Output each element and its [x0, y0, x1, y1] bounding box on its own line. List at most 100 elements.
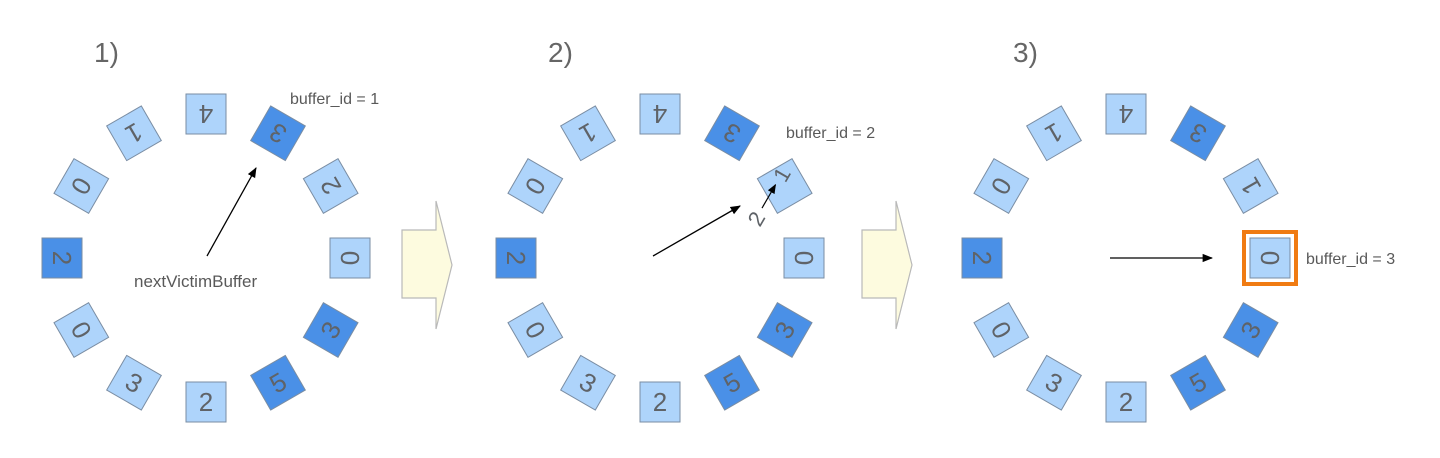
buffer-usage-count: 2	[199, 387, 213, 417]
buffer-usage-count: 2	[47, 251, 77, 265]
buffer-slot-box	[185, 381, 227, 423]
buffer-slot-box	[1025, 105, 1083, 162]
buffer-usage-count: 0	[789, 251, 819, 265]
buffer-slot-box	[1222, 157, 1279, 215]
buffer-slot-box	[1249, 237, 1291, 279]
panel-2-change-arrow	[761, 183, 777, 209]
transition-arrow-2	[861, 200, 913, 330]
panel-3-buffer-slot-5: 1	[1222, 157, 1279, 215]
buffer-slot-box	[185, 93, 227, 135]
panel-1-number: 1)	[94, 37, 119, 68]
buffer-slot-box	[41, 237, 83, 279]
panel-1-buffer-slot-3: 4	[185, 93, 227, 135]
buffer-slot-box	[756, 301, 813, 359]
buffer-slot-box	[639, 381, 681, 423]
buffer-slot-box	[1105, 381, 1147, 423]
panel-2-buffer-slot-1: 0	[507, 157, 564, 215]
panel-3-buffer-slot-8: 5	[1169, 354, 1227, 411]
buffer-slot-box	[639, 93, 681, 135]
panel-1-buffer-slot-2: 1	[105, 105, 163, 162]
buffer-slot-box	[1222, 301, 1279, 359]
panel-2-buffer-slot-10: 3	[559, 354, 617, 411]
buffer-slot-box	[495, 237, 537, 279]
buffer-slot-box	[507, 301, 564, 359]
buffer-slot-box	[559, 105, 617, 162]
buffer-slot-box	[1169, 354, 1227, 411]
panel-3-number: 3)	[1013, 37, 1038, 68]
buffer-slot-box	[1105, 93, 1147, 135]
buffer-slot-box	[961, 237, 1003, 279]
buffer-slot-box	[507, 157, 564, 215]
panel-2-buffer-id-label: buffer_id = 2	[786, 125, 875, 142]
buffer-usage-count: 2	[653, 387, 667, 417]
buffer-usage-count: 4	[1119, 99, 1133, 129]
panel-2-buffer-slot-11: 0	[507, 301, 564, 359]
panel-1-buffer-slot-6: 0	[329, 237, 371, 279]
panel-2-buffer-slot-5	[756, 157, 813, 215]
panel-3-buffer-slot-6: 0	[1242, 230, 1298, 286]
panel-1-buffer-slot-5: 2	[302, 157, 359, 215]
buffer-slot-box	[559, 354, 617, 411]
buffer-slot-box	[302, 301, 359, 359]
panel-3-buffer-slot-4: 3	[1169, 105, 1227, 162]
panel-3-buffer-slot-11: 0	[973, 301, 1030, 359]
panel-2-pointer-arrow	[652, 205, 741, 257]
panel-1-pointer-label: nextVictimBuffer	[134, 272, 257, 291]
victim-buffer-highlight	[1242, 230, 1298, 286]
transition-arrow-1	[401, 200, 453, 330]
buffer-slot-box	[1025, 354, 1083, 411]
panel-2-buffer-slot-4: 3	[703, 105, 761, 162]
buffer-slot-box	[703, 354, 761, 411]
panel-2-buffer-slot-8: 5	[703, 354, 761, 411]
buffer-usage-count: 4	[653, 99, 667, 129]
buffer-usage-count: 2	[967, 251, 997, 265]
panel-1-buffer-slot-1: 0	[53, 157, 110, 215]
buffer-usage-count: 0	[335, 251, 365, 265]
buffer-slot-box	[105, 354, 163, 411]
panel-2-buffer-slot-6: 0	[783, 237, 825, 279]
panel-3-buffer-slot-9: 2	[1105, 381, 1147, 423]
panel-3-buffer-id-label: buffer_id = 3	[1306, 251, 1395, 268]
panel-2-buffer-slot-7: 3	[756, 301, 813, 359]
panel-2-change-from: 2	[743, 207, 771, 230]
panel-3-buffer-slot-1: 0	[973, 157, 1030, 215]
buffer-slot-box	[783, 237, 825, 279]
panel-2-buffer-slot-9: 2	[639, 381, 681, 423]
buffer-slot-box	[249, 105, 307, 162]
panel-1-buffer-id-label: buffer_id = 1	[290, 91, 379, 108]
panel-1-buffer-slot-4: 3	[249, 105, 307, 162]
panel-1-buffer-slot-10: 3	[105, 354, 163, 411]
buffer-slot-box	[973, 157, 1030, 215]
panel-1-buffer-slot-7: 3	[302, 301, 359, 359]
buffer-slot-box	[249, 354, 307, 411]
buffer-slot-box	[302, 157, 359, 215]
panel-3-buffer-slot-10: 3	[1025, 354, 1083, 411]
panel-2-buffer-slot-2: 1	[559, 105, 617, 162]
buffer-slot-box	[53, 301, 110, 359]
panel-3-buffer-slot-0: 2	[961, 237, 1003, 279]
panel-1-buffer-slot-0: 2	[41, 237, 83, 279]
buffer-slot-box	[329, 237, 371, 279]
buffer-slot-box	[703, 105, 761, 162]
panel-1-buffer-slot-11: 0	[53, 301, 110, 359]
buffer-slot-box	[756, 157, 813, 215]
buffer-slot-box	[105, 105, 163, 162]
buffer-slot-box	[53, 157, 110, 215]
panel-2-buffer-slot-0: 2	[495, 237, 537, 279]
buffer-usage-count: 2	[501, 251, 531, 265]
buffer-usage-count: 4	[199, 99, 213, 129]
buffer-slot-box	[1169, 105, 1227, 162]
buffer-slot-box	[973, 301, 1030, 359]
buffer-usage-count: 0	[1255, 251, 1285, 265]
panel-3-buffer-slot-7: 3	[1222, 301, 1279, 359]
panel-1-buffer-slot-9: 2	[185, 381, 227, 423]
buffer-usage-count: 2	[1119, 387, 1133, 417]
panel-2-number: 2)	[548, 37, 573, 68]
panel-1-buffer-slot-8: 5	[249, 354, 307, 411]
panel-2-buffer-slot-3: 4	[639, 93, 681, 135]
panel-3-buffer-slot-2: 1	[1025, 105, 1083, 162]
